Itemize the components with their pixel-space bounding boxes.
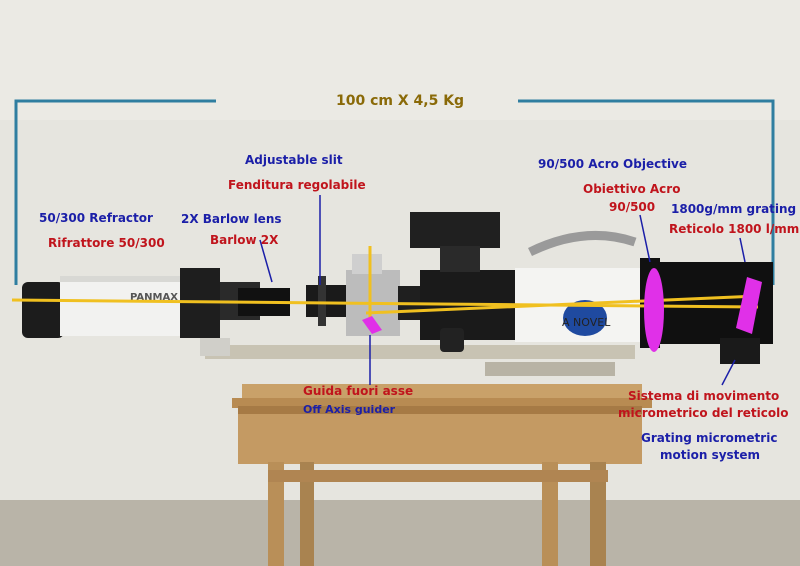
mounting-rail [205,345,635,359]
slit-label-it: Fenditura regolabile [228,178,366,192]
dimension-label: 100 cm X 4,5 Kg [336,93,465,109]
grating-highlight [736,277,762,334]
optical-axis-lines [11,246,759,322]
objective-label-it-1: Obiettivo Acro [583,182,681,196]
refractor-label-en: 50/300 Refractor [39,211,153,225]
motion-label-en-2: motion system [660,448,761,462]
refractor-tube: PANMAX [22,268,230,356]
svg-text:PANMAX: PANMAX [130,292,178,303]
refractor-label-it: Rifrattore 50/300 [48,236,165,250]
barlow-label-it: Barlow 2X [210,233,279,247]
guider-label-it: Guida fuori asse [303,384,414,398]
motion-label-en-1: Grating micrometric [641,431,778,445]
slit-label-en: Adjustable slit [245,153,343,167]
svg-text:A NOVEL: A NOVEL [562,316,611,329]
motion-label-it-2: micrometrico del reticolo [618,406,789,420]
guider-label-en: Off Axis guider [303,403,396,416]
floor [0,500,800,566]
barlow-label-en: 2X Barlow lens [181,212,282,226]
motion-label-it-1: Sistema di movimento [628,389,780,403]
wooden-table [232,384,652,566]
grating-label-it: Reticolo 1800 l/mm [669,222,800,236]
grating-label-en: 1800g/mm grating [671,202,797,216]
objective-label-it-2: 90/500 [609,200,656,214]
label-pointers [259,195,746,386]
objective-highlight [644,268,664,352]
adjustable-slit [306,276,352,326]
dimension-bracket [14,99,775,285]
objective-label-en: 90/500 Acro Objective [538,157,688,171]
guider-mirror-highlight [362,316,382,334]
